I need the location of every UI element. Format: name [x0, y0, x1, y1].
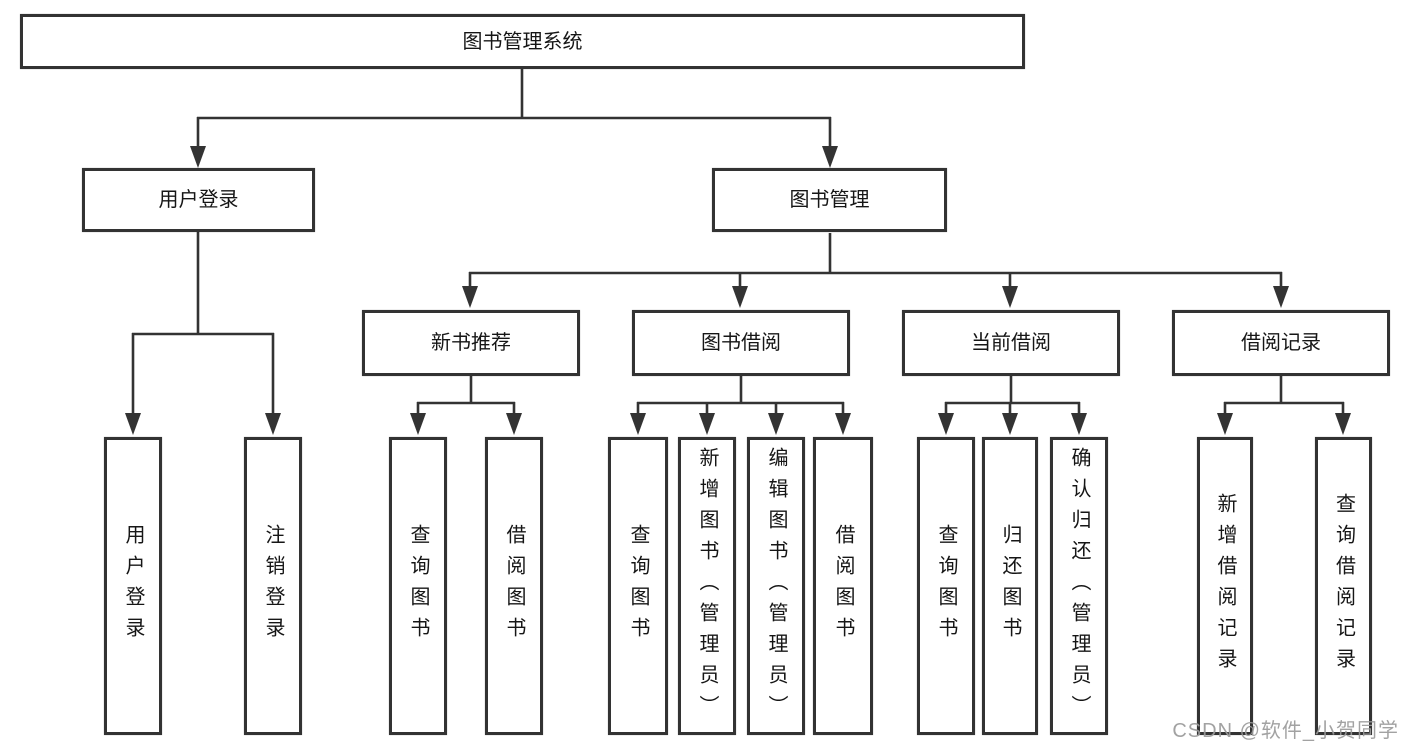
- csdn-watermark: CSDN @软件_小贺同学: [1172, 720, 1399, 742]
- node-book-management: 图书管理: [712, 168, 947, 232]
- leaf-query-books-current: 查询图书: [917, 437, 975, 735]
- node-current-borrow: 当前借阅: [902, 310, 1120, 376]
- node-borrow-records: 借阅记录: [1172, 310, 1390, 376]
- node-book-borrow: 图书借阅: [632, 310, 850, 376]
- leaf-borrow-books: 借阅图书: [813, 437, 873, 735]
- leaf-query-books-recommend: 查询图书: [389, 437, 447, 735]
- leaf-confirm-return-admin: 确认归还（管理员）: [1050, 437, 1108, 735]
- leaf-edit-books-admin: 编辑图书（管理员）: [747, 437, 805, 735]
- leaf-query-books-borrow: 查询图书: [608, 437, 668, 735]
- leaf-add-borrow-record: 新增借阅记录: [1197, 437, 1253, 735]
- leaf-logout-login: 注销登录: [244, 437, 302, 735]
- node-library-management-system: 图书管理系统: [20, 14, 1025, 69]
- leaf-return-books: 归还图书: [982, 437, 1038, 735]
- leaf-query-borrow-record: 查询借阅记录: [1315, 437, 1372, 735]
- leaf-borrow-books-recommend: 借阅图书: [485, 437, 543, 735]
- node-new-book-recommend: 新书推荐: [362, 310, 580, 376]
- leaf-user-login: 用户登录: [104, 437, 162, 735]
- leaf-add-books-admin: 新增图书（管理员）: [678, 437, 736, 735]
- node-user-login: 用户登录: [82, 168, 315, 232]
